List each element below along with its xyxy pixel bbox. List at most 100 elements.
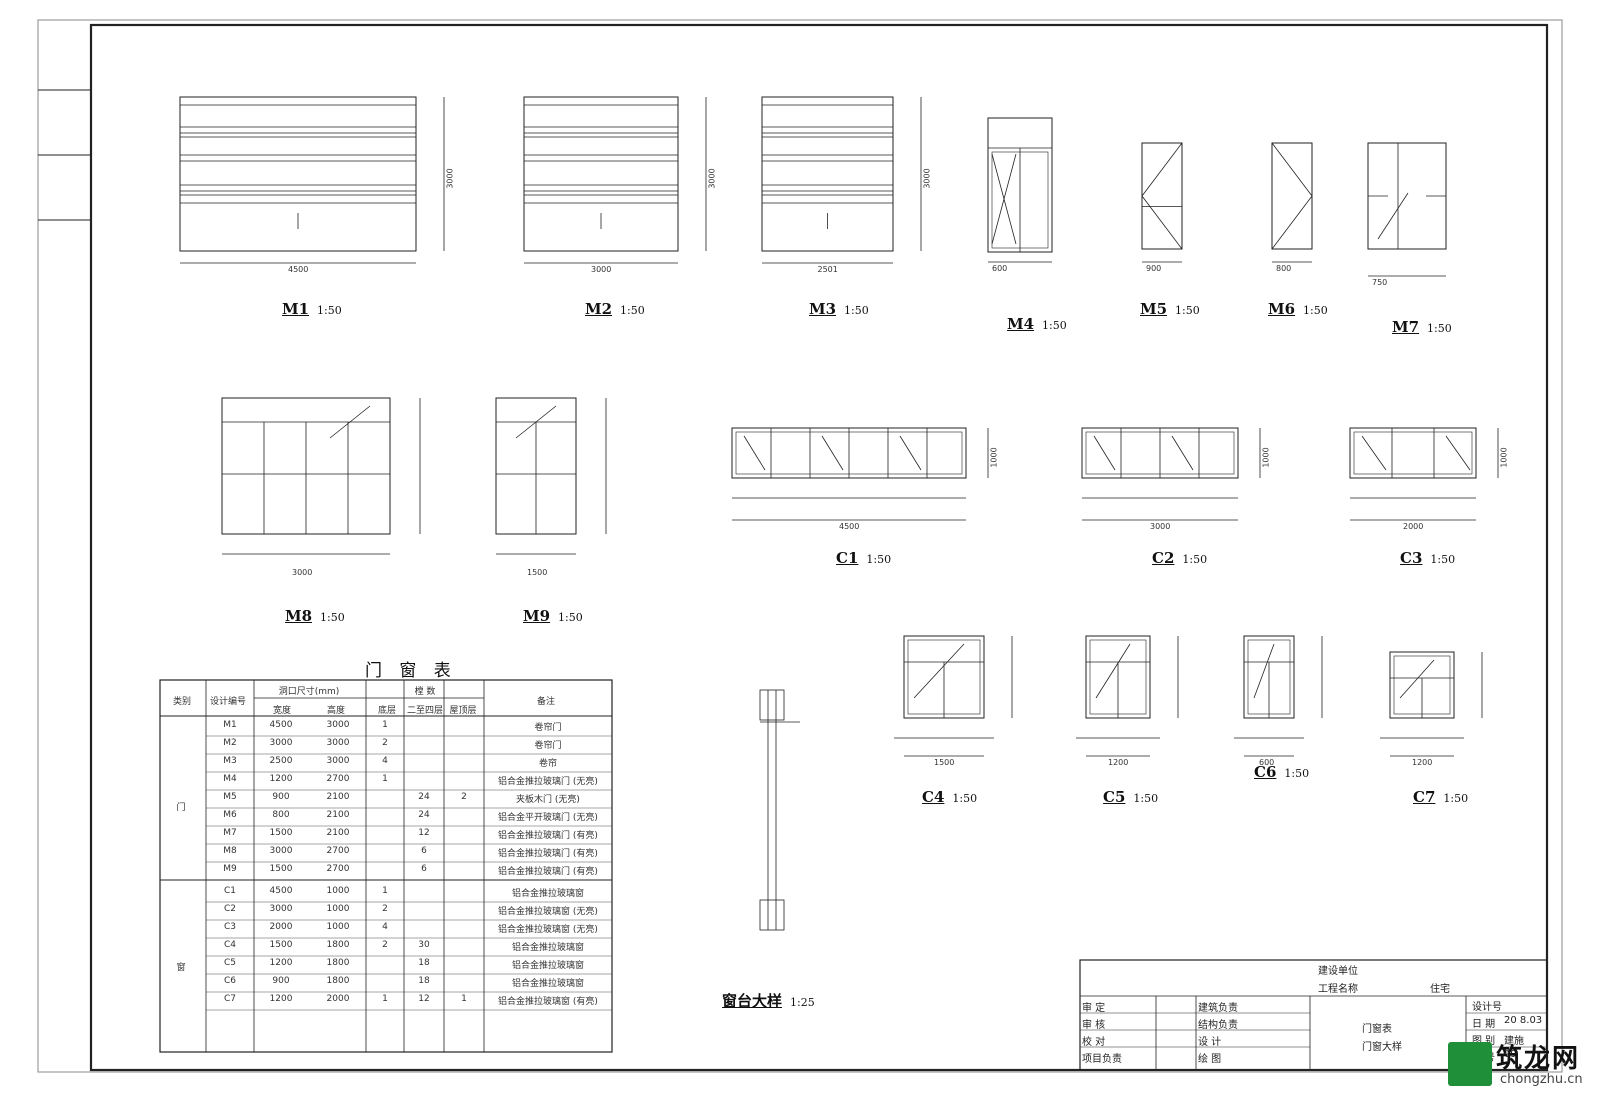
schedule-cell: 2700: [326, 774, 350, 784]
schedule-cell: 1: [382, 774, 388, 784]
c2-dim-total: 3000: [1150, 522, 1171, 531]
m4-dim-a: 600: [992, 264, 1008, 273]
tb-drawing-title-1: 门窗表: [1362, 1024, 1392, 1035]
tb-r2a: 审 核: [1082, 1020, 1106, 1031]
m5-outline: [1141, 142, 1183, 250]
schedule-cell: 1200: [269, 994, 293, 1004]
sch-group-window: 窗: [176, 963, 186, 973]
c1-glass: [743, 435, 766, 471]
tb-r1a: 审 定: [1082, 1003, 1106, 1014]
schedule-cell: 2100: [326, 792, 350, 802]
schedule-cell: 1000: [326, 922, 350, 932]
tb-r4a: 项目负责: [1082, 1054, 1122, 1065]
c4-glass: [913, 643, 965, 699]
c1-dim-height: 1000: [989, 447, 999, 468]
sch-h-height: 高度: [326, 706, 345, 716]
tb-r3b: 设 计: [1198, 1037, 1222, 1048]
tb-m3a: 图 别: [1472, 1032, 1495, 1047]
schedule-cell: M9: [223, 864, 237, 874]
tb-project-label: 工程名称: [1318, 984, 1358, 995]
schedule-cell: 1500: [269, 940, 293, 950]
schedule-cell: 24: [418, 792, 430, 802]
schedule-cell: 铝合金推拉玻璃窗: [511, 961, 584, 971]
c1-dim-total: 4500: [839, 522, 860, 531]
m5-dim-a: 900: [1146, 264, 1162, 273]
schedule-cell: 1200: [269, 774, 293, 784]
m9-dim-total: 1500: [527, 568, 548, 577]
schedule-cell: 3000: [269, 846, 293, 856]
schedule-cell: 1800: [326, 958, 350, 968]
m6-swing: [1271, 142, 1313, 197]
schedule-cell: 3000: [326, 720, 350, 730]
sch-h-c2: 二至四层: [406, 706, 443, 716]
schedule-cell: M6: [223, 810, 237, 820]
schedule-cell: 800: [272, 810, 290, 820]
schedule-cell: 铝合金推拉玻璃门 (有亮): [498, 849, 598, 859]
m1-dim-height: 3000: [445, 168, 455, 189]
c3-glass: [1361, 435, 1387, 471]
schedule-cell: 30: [418, 940, 430, 950]
sch-h-code: 设计编号: [209, 697, 246, 707]
tb-r2b: 结构负责: [1198, 1020, 1238, 1031]
logo-site: chongzhu.cn: [1500, 1072, 1583, 1087]
schedule-cell: 1800: [326, 976, 350, 986]
schedule-cell: 1500: [269, 828, 293, 838]
schedule-cell: 4: [382, 922, 388, 932]
m1-dim-width: 4500: [288, 265, 309, 274]
schedule-cell: C5: [223, 958, 236, 968]
schedule-cell: 1: [382, 720, 388, 730]
c6-dim-total: 600: [1259, 758, 1275, 767]
schedule-cell: 900: [272, 792, 290, 802]
c3-dim-total: 2000: [1403, 522, 1424, 531]
schedule-cell: 1: [461, 994, 467, 1004]
schedule-cell: 2: [461, 792, 467, 802]
c1-glass: [899, 435, 922, 471]
c7-dim-total: 1200: [1412, 758, 1433, 767]
c5-glass: [1095, 643, 1131, 699]
m6-outline: [1271, 142, 1313, 250]
site-logo: 筑龙网 chongzhu.cn: [1448, 1038, 1598, 1092]
schedule-cell: 2: [382, 940, 388, 950]
sch-group-door: 门: [176, 803, 186, 813]
schedule-cell: 铝合金推拉玻璃门 (有亮): [498, 831, 598, 841]
tb-r1b: 建筑负责: [1198, 1003, 1238, 1014]
schedule-cell: 2000: [269, 922, 293, 932]
tb-drawing-title-2: 门窗大样: [1362, 1042, 1402, 1053]
schedule-cell: 铝合金推拉玻璃窗: [511, 889, 584, 899]
sch-h-width: 宽度: [272, 706, 291, 716]
schedule-cell: 12: [418, 828, 430, 838]
m7-glass: [1377, 192, 1409, 240]
schedule-cell: 3000: [326, 738, 350, 748]
schedule-cell: 2700: [326, 846, 350, 856]
tb-r4b: 绘 图: [1198, 1054, 1222, 1065]
sill-bottom: [759, 899, 785, 931]
schedule-cell: 1000: [326, 886, 350, 896]
c2-dim-height: 1000: [1261, 447, 1271, 468]
m3-dim-height: 3000: [922, 168, 932, 189]
schedule-cell: 12: [418, 994, 430, 1004]
schedule-cell: 2500: [269, 756, 293, 766]
m3-dim-width: 2501: [817, 265, 838, 274]
title-block: [1079, 959, 1548, 1071]
schedule-cell: C4: [223, 940, 236, 950]
tb-r3a: 校 对: [1082, 1037, 1106, 1048]
schedule-cell: 3000: [269, 738, 293, 748]
schedule-cell: 900: [272, 976, 290, 986]
schedule-cell: 1: [382, 886, 388, 896]
schedule-cell: 卷帘门: [534, 741, 562, 751]
sch-h-type: 类别: [172, 697, 191, 707]
m6-swing: [1271, 195, 1313, 250]
tb-company: 建设单位: [1318, 966, 1358, 977]
tb-m1a: 设计号: [1472, 1002, 1502, 1013]
schedule-cell: 铝合金平开玻璃门 (无亮): [498, 813, 598, 823]
m3-outline: [761, 96, 894, 252]
schedule-cell: 24: [418, 810, 430, 820]
